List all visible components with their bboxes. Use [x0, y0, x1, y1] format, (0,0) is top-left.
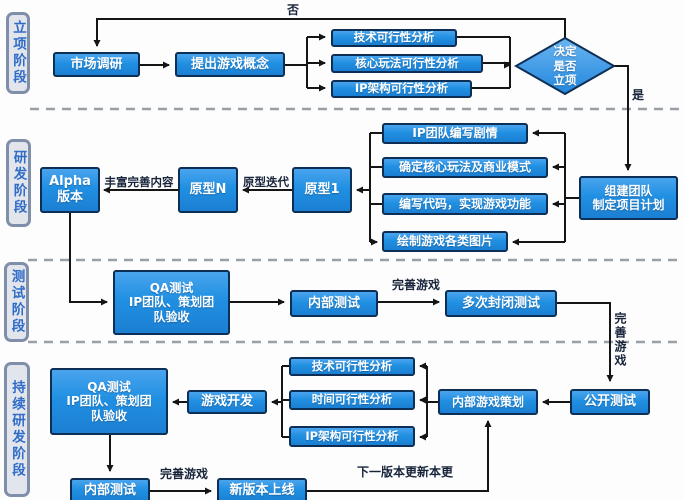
node-qa-test-2: QA测试 IP团队、策划团 队验收 — [50, 368, 168, 435]
node-game-concept: 提出游戏概念 — [175, 52, 285, 77]
node-core-business: 确定核心玩法及商业模式 — [382, 157, 548, 178]
node-game-dev: 游戏开发 — [187, 390, 267, 414]
phase-label-testing: 测试阶段 — [4, 262, 29, 342]
decision-diamond-shape — [513, 36, 617, 96]
node-new-version: 新版本上线 — [217, 478, 307, 500]
node-internal-planning: 内部游戏策划 — [438, 389, 538, 415]
edge-label-improve-game-1: 完善游戏 — [391, 278, 440, 292]
node-internal-test-1: 内部测试 — [290, 290, 378, 317]
node-market-research: 市场调研 — [53, 52, 140, 77]
edge-label-improve-game-vertical: 完善游戏 — [613, 312, 627, 368]
node-alpha-version: Alpha 版本 — [40, 167, 100, 213]
decision-diamond-label: 决定 是否 立项 — [553, 44, 577, 88]
node-coding: 编写代码，实现游戏功能 — [382, 193, 548, 215]
node-ip-story: IP团队编写剧情 — [382, 123, 528, 144]
edge-label-next-version-update: 下一版本更新本更 — [356, 465, 453, 479]
node-prototype-n: 原型N — [178, 167, 238, 213]
node-time-feasibility: 时间可行性分析 — [289, 390, 415, 410]
node-tech-feasibility-2: 技术可行性分析 — [289, 357, 415, 376]
node-artwork: 绘制游戏各类图片 — [382, 231, 508, 252]
edge-label-prototype-iteration: 原型迭代 — [243, 175, 289, 189]
node-gameplay-feasibility: 核心玩法可行性分析 — [331, 54, 483, 73]
node-ip-feasibility-1: IP架构可行性分析 — [331, 80, 472, 98]
node-qa-test-1: QA测试 IP团队、策划团 队验收 — [113, 270, 230, 335]
edge-label-enrich-content: 丰富完善内容 — [104, 175, 174, 189]
node-closed-beta: 多次封闭测试 — [445, 290, 557, 317]
node-open-beta: 公开测试 — [570, 389, 650, 415]
node-internal-test-2: 内部测试 — [70, 478, 150, 500]
edge-label-no: 否 — [287, 3, 300, 17]
node-ip-feasibility-2: IP架构可行性分析 — [289, 426, 415, 447]
edge-label-yes: 是 — [632, 88, 645, 102]
node-tech-feasibility-1: 技术可行性分析 — [331, 29, 457, 47]
phase-label-development: 研发阶段 — [6, 139, 31, 227]
node-prototype-1: 原型1 — [292, 167, 352, 213]
phase-label-continuous-dev: 持续研发阶段 — [4, 362, 30, 497]
edge-label-improve-game-2: 完善游戏 — [159, 467, 208, 481]
node-team-plan: 组建团队 制定项目计划 — [579, 176, 678, 220]
phase-label-initiation: 立项阶段 — [6, 12, 30, 94]
